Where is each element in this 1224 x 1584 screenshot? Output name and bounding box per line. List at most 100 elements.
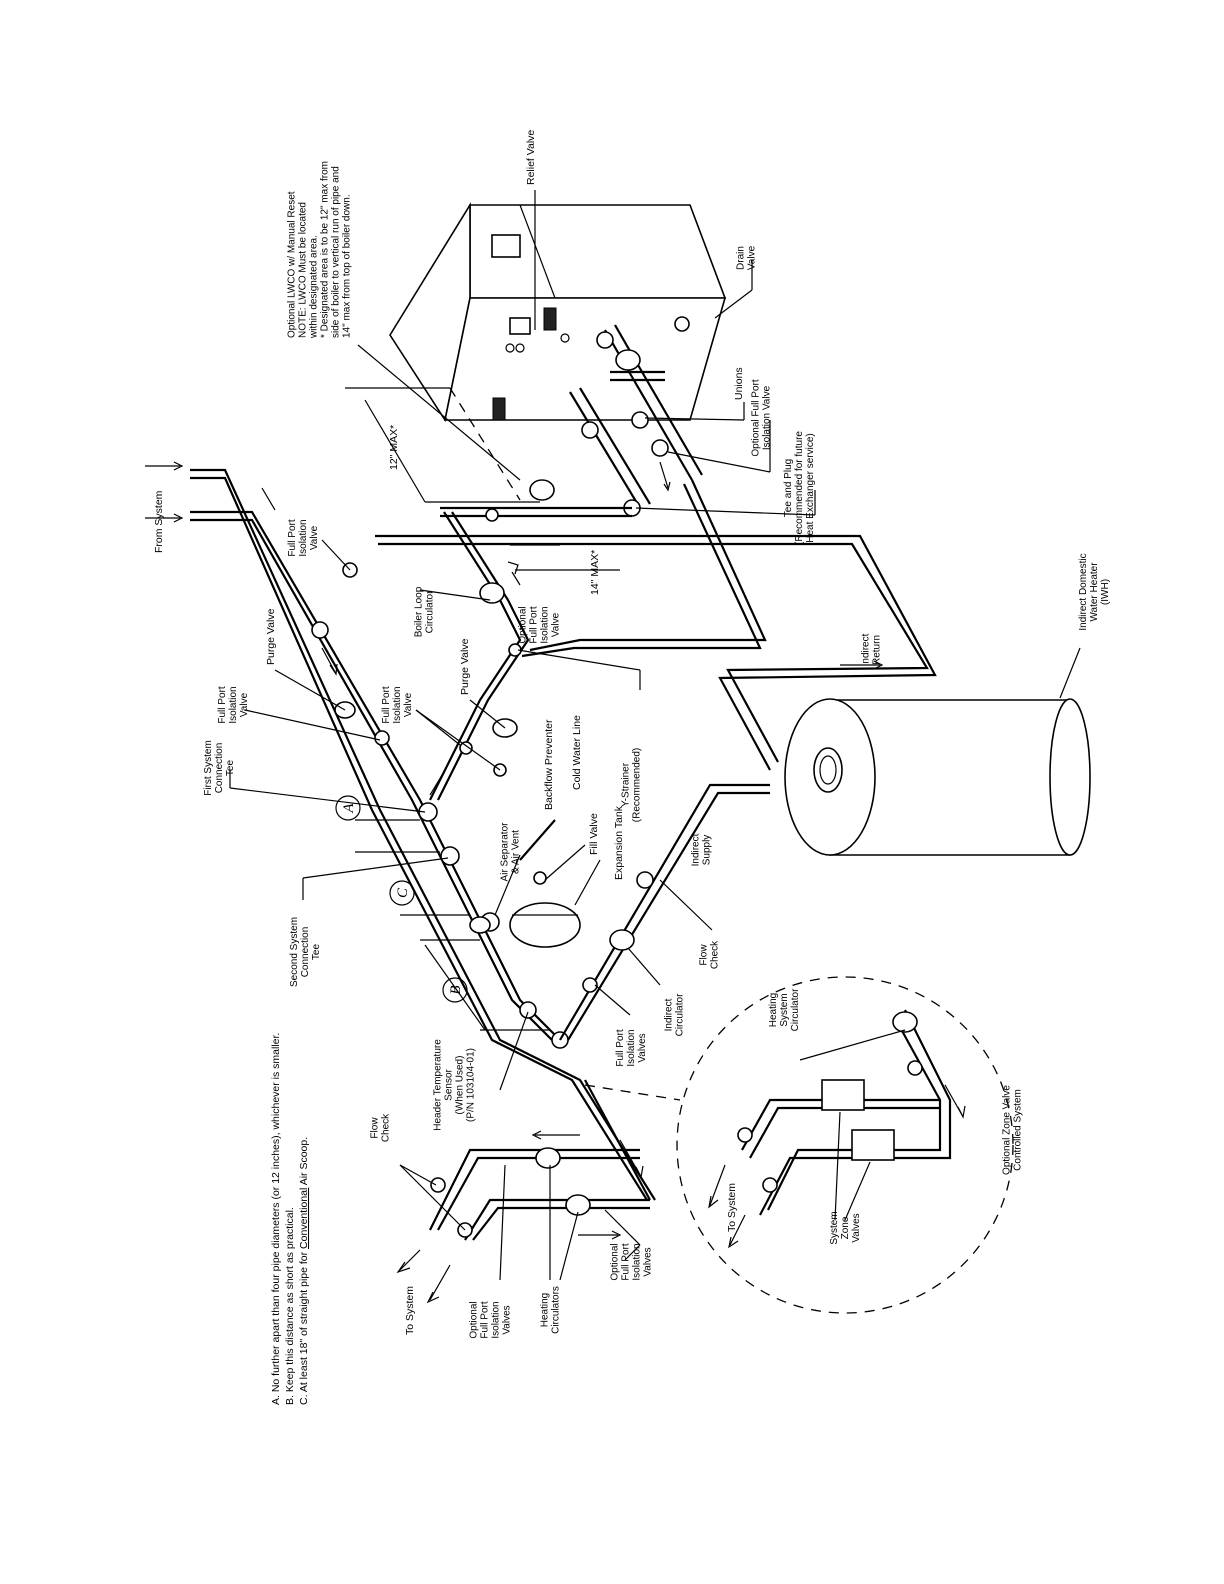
label-line: Circulator — [675, 993, 686, 1036]
label-line: Circulator — [790, 988, 801, 1031]
label-line: (Recommended for future — [794, 431, 805, 545]
label-unions: Unions — [733, 367, 745, 400]
label-line: Isolation — [491, 1301, 502, 1338]
zone-valve-detail — [584, 976, 1014, 1314]
label-line: System — [779, 993, 790, 1026]
boiler — [389, 202, 727, 423]
label-expansion-tank: Expansion Tank — [613, 805, 625, 880]
label-line: Heating — [768, 993, 779, 1027]
label-line: Valves — [851, 1213, 862, 1242]
label-to-system-left: To System — [404, 1286, 416, 1335]
label-line: Check — [381, 1113, 392, 1142]
note-c-underlined: Conventional — [298, 1188, 310, 1249]
label-line: Optional — [469, 1301, 480, 1338]
label-line: * Designated area is to be 12" max from — [320, 161, 331, 338]
label-line: Optional LWCO w/ Manual Reset — [287, 191, 298, 338]
callout-a: A — [335, 795, 361, 821]
label-line: Header Temperature — [433, 1039, 444, 1131]
label-line: Connection — [214, 743, 225, 794]
label-cold-water-line: Cold Water Line — [571, 715, 583, 790]
labels: A. No further apart than four pipe diame… — [153, 130, 1111, 1405]
label-line: Isolation — [632, 1243, 643, 1280]
dimension-lines — [345, 387, 620, 1031]
label-line: Flow — [699, 944, 710, 966]
label-line: Full Port — [381, 686, 392, 723]
label-line: Isolation — [298, 519, 309, 556]
label-line: Tee and Plug — [783, 459, 794, 517]
label-line: Valves — [502, 1305, 513, 1334]
label-line: Controlled System — [1013, 1089, 1024, 1171]
label-line: NOTE: LWCO Must be located — [298, 202, 309, 338]
leader-lines — [229, 190, 1081, 1281]
label-line: side of boiler to vertical run of pipe a… — [331, 166, 342, 338]
label-line: Optional Zone Valve — [1002, 1085, 1013, 1175]
label-line: Indirect — [861, 633, 872, 666]
label-fill-valve: Fill Valve — [588, 813, 600, 855]
label-line: Isolation — [228, 686, 239, 723]
label-line: Full Port — [621, 1243, 632, 1280]
label-purge-valve-2: Purge Valve — [459, 638, 471, 695]
label-line: Valve — [747, 245, 758, 270]
label-line: 14" max from top of boiler down. — [342, 194, 353, 338]
label-line: Full Port — [615, 1029, 626, 1066]
callout-c: C — [389, 880, 415, 906]
label-line: Indirect — [664, 998, 675, 1031]
label-line: Tee — [225, 760, 236, 777]
label-line: Circulators — [551, 1286, 562, 1334]
label-line: (P/N 103104-01) — [466, 1048, 477, 1122]
label-line: Full Port — [287, 519, 298, 556]
boiler-loop-piping — [429, 479, 632, 801]
label-line: Zone — [840, 1216, 851, 1239]
label-line: Supply — [702, 835, 713, 866]
note-b: B. Keep this distance as short as practi… — [284, 1207, 296, 1405]
boiler-piping — [569, 316, 703, 517]
label-line: Valve — [403, 692, 414, 717]
label-line: (Recommended) — [632, 748, 643, 822]
label-line: Boiler Loop — [414, 586, 425, 637]
label-line: Valve — [551, 612, 562, 637]
label-line: Return — [872, 635, 883, 665]
label-12-max: 12" MAX* — [388, 425, 400, 470]
system-header — [145, 461, 656, 1201]
label-line: Isolation — [626, 1029, 637, 1066]
label-line: & Air Vent — [511, 830, 522, 874]
label-line: Valves — [643, 1247, 654, 1276]
label-line: within designated area. — [309, 235, 320, 339]
label-line: Valve — [309, 525, 320, 550]
note-c-prefix: C. At least 18" of straight pipe for — [298, 1249, 310, 1405]
heating-circulator-piping — [396, 1079, 651, 1304]
expansion-tank-assembly — [469, 819, 581, 948]
callout-letter-c: C — [395, 887, 411, 898]
label-relief-valve: Relief Valve — [525, 130, 537, 185]
label-line: Indirect — [691, 833, 702, 866]
indirect-water-heater — [784, 698, 1091, 856]
label-air-separator: Air Separator& Air Vent — [500, 822, 522, 882]
label-line: Heat Exchanger service) — [805, 433, 816, 543]
label-line: Heating — [540, 1293, 551, 1327]
label-line: Isolation — [540, 606, 551, 643]
label-backflow-preventer: Backflow Preventer — [543, 719, 555, 810]
label-line: Isolation Valve — [762, 385, 773, 450]
label-to-system-zone: To System — [726, 1183, 738, 1232]
label-line: Indirect Domestic — [1078, 553, 1089, 630]
label-line: (When Used) — [455, 1056, 466, 1115]
note-c-suffix: Air Scoop. — [298, 1137, 310, 1188]
